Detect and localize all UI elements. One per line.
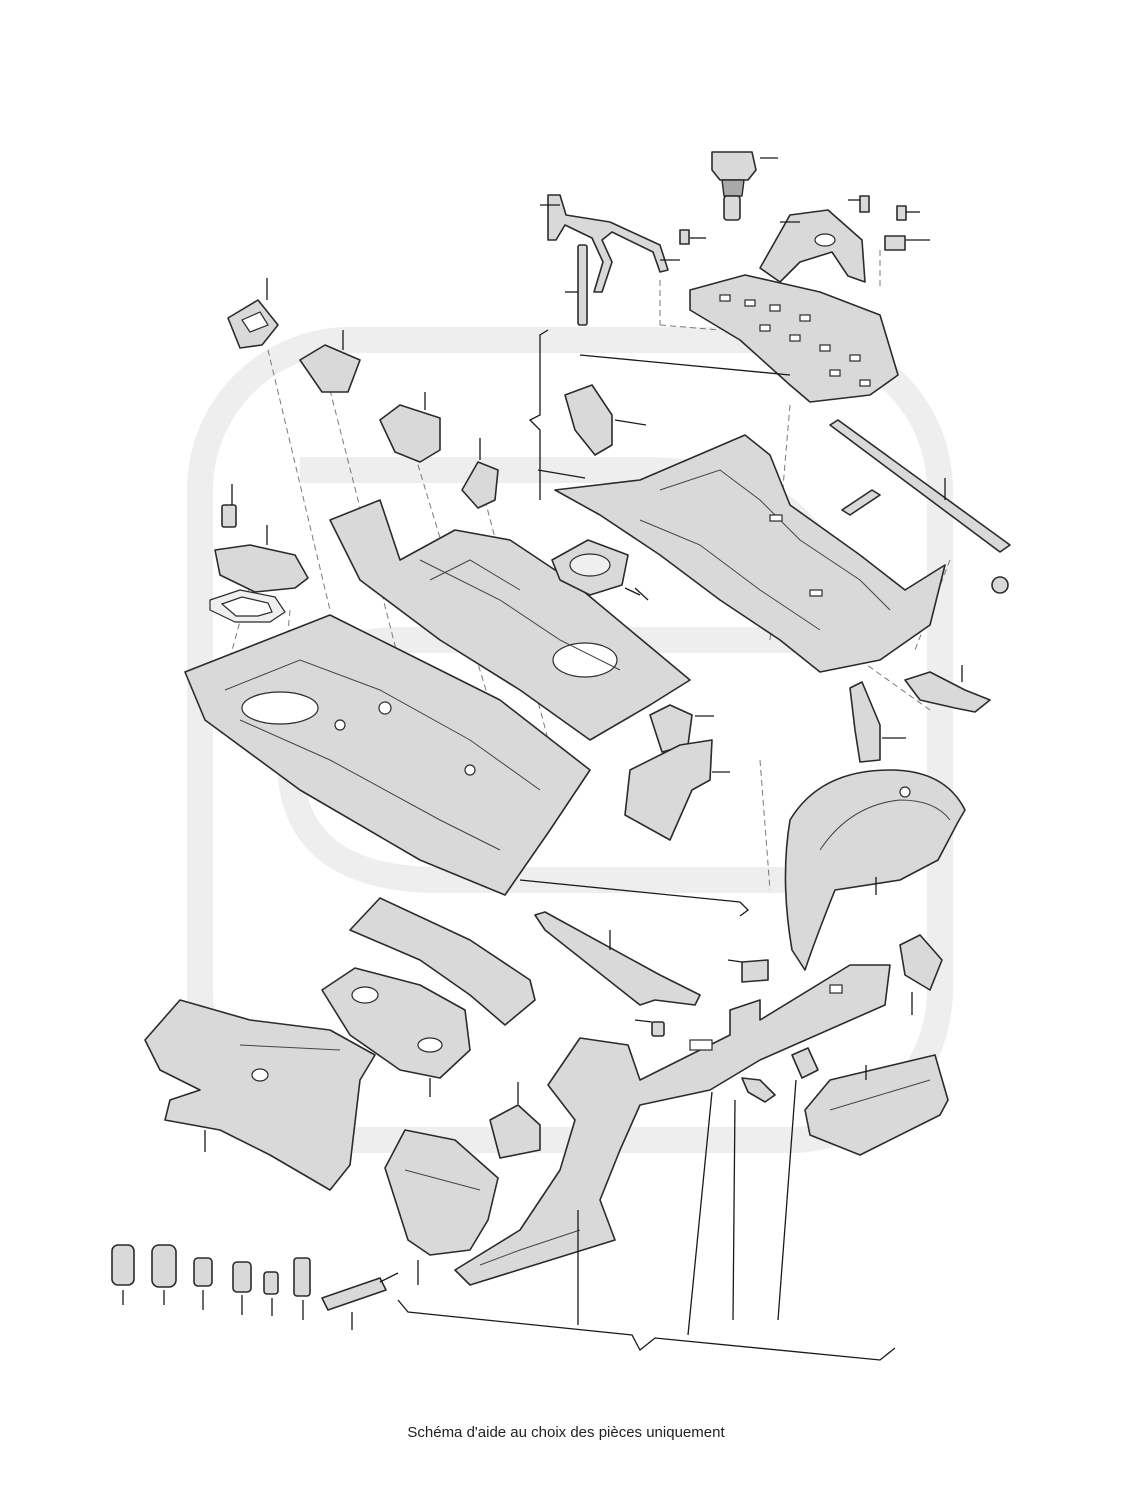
plug-screw — [221, 484, 237, 528]
grommet-2 — [299, 330, 361, 393]
small-mount-bracket — [777, 1047, 819, 1321]
diagram-caption: Schéma d'aide au choix des pièces unique… — [407, 1424, 725, 1441]
front-rail-section — [384, 1129, 499, 1285]
grommet-4 — [461, 438, 499, 509]
clip-nut — [991, 576, 1009, 594]
fastener-rivet — [263, 1271, 279, 1316]
leader-lines — [519, 329, 791, 917]
cross-member-upper — [321, 897, 536, 1097]
rear-floor-pan — [184, 614, 591, 896]
fastener-plug-2 — [151, 1244, 177, 1305]
long-bolt — [565, 244, 588, 326]
fastener-bolt — [293, 1257, 311, 1320]
fastener-plug-1 — [111, 1244, 135, 1305]
hook-bracket — [732, 1077, 776, 1321]
access-cover-plate — [214, 525, 309, 593]
mount-block — [649, 704, 714, 753]
small-bolts-top — [679, 195, 930, 251]
rear-crossbar — [829, 419, 1011, 553]
fastener-screw-1 — [193, 1257, 213, 1310]
rear-longitudinal-rail — [454, 964, 891, 1286]
small-bracket-right — [904, 665, 991, 713]
trunk-floor — [537, 434, 946, 673]
jack-support-bracket — [624, 739, 730, 841]
grouping-bracket — [397, 1091, 896, 1361]
flange-plate — [899, 934, 943, 1015]
tow-eye — [841, 489, 881, 516]
fastener-screw-2 — [232, 1261, 252, 1315]
spare-wheel-well-panel — [689, 274, 899, 403]
rubber-bush-small — [727, 959, 769, 983]
side-panel-narrow — [849, 681, 906, 763]
sealant-cartridge — [321, 1272, 399, 1330]
grommet-3 — [379, 392, 441, 463]
spare-wheel-nut — [711, 151, 778, 221]
floor-cover-disc — [551, 539, 641, 596]
seal-ring — [209, 589, 286, 623]
wheel-arch-inner — [784, 769, 966, 971]
grommet-1 — [227, 278, 279, 349]
jack-point-block — [489, 1082, 541, 1159]
rear-panel-skirt — [804, 1054, 949, 1156]
spare-wheel-mount — [759, 209, 866, 283]
push-clip — [634, 1019, 665, 1037]
side-member-left — [144, 999, 376, 1191]
center-floor-panel — [329, 499, 691, 741]
trunk-floor-bracket — [564, 384, 647, 456]
fastener-row — [111, 1244, 399, 1330]
rocker-reinforcement — [534, 911, 701, 1006]
spare-wheel-bracket — [540, 194, 680, 293]
